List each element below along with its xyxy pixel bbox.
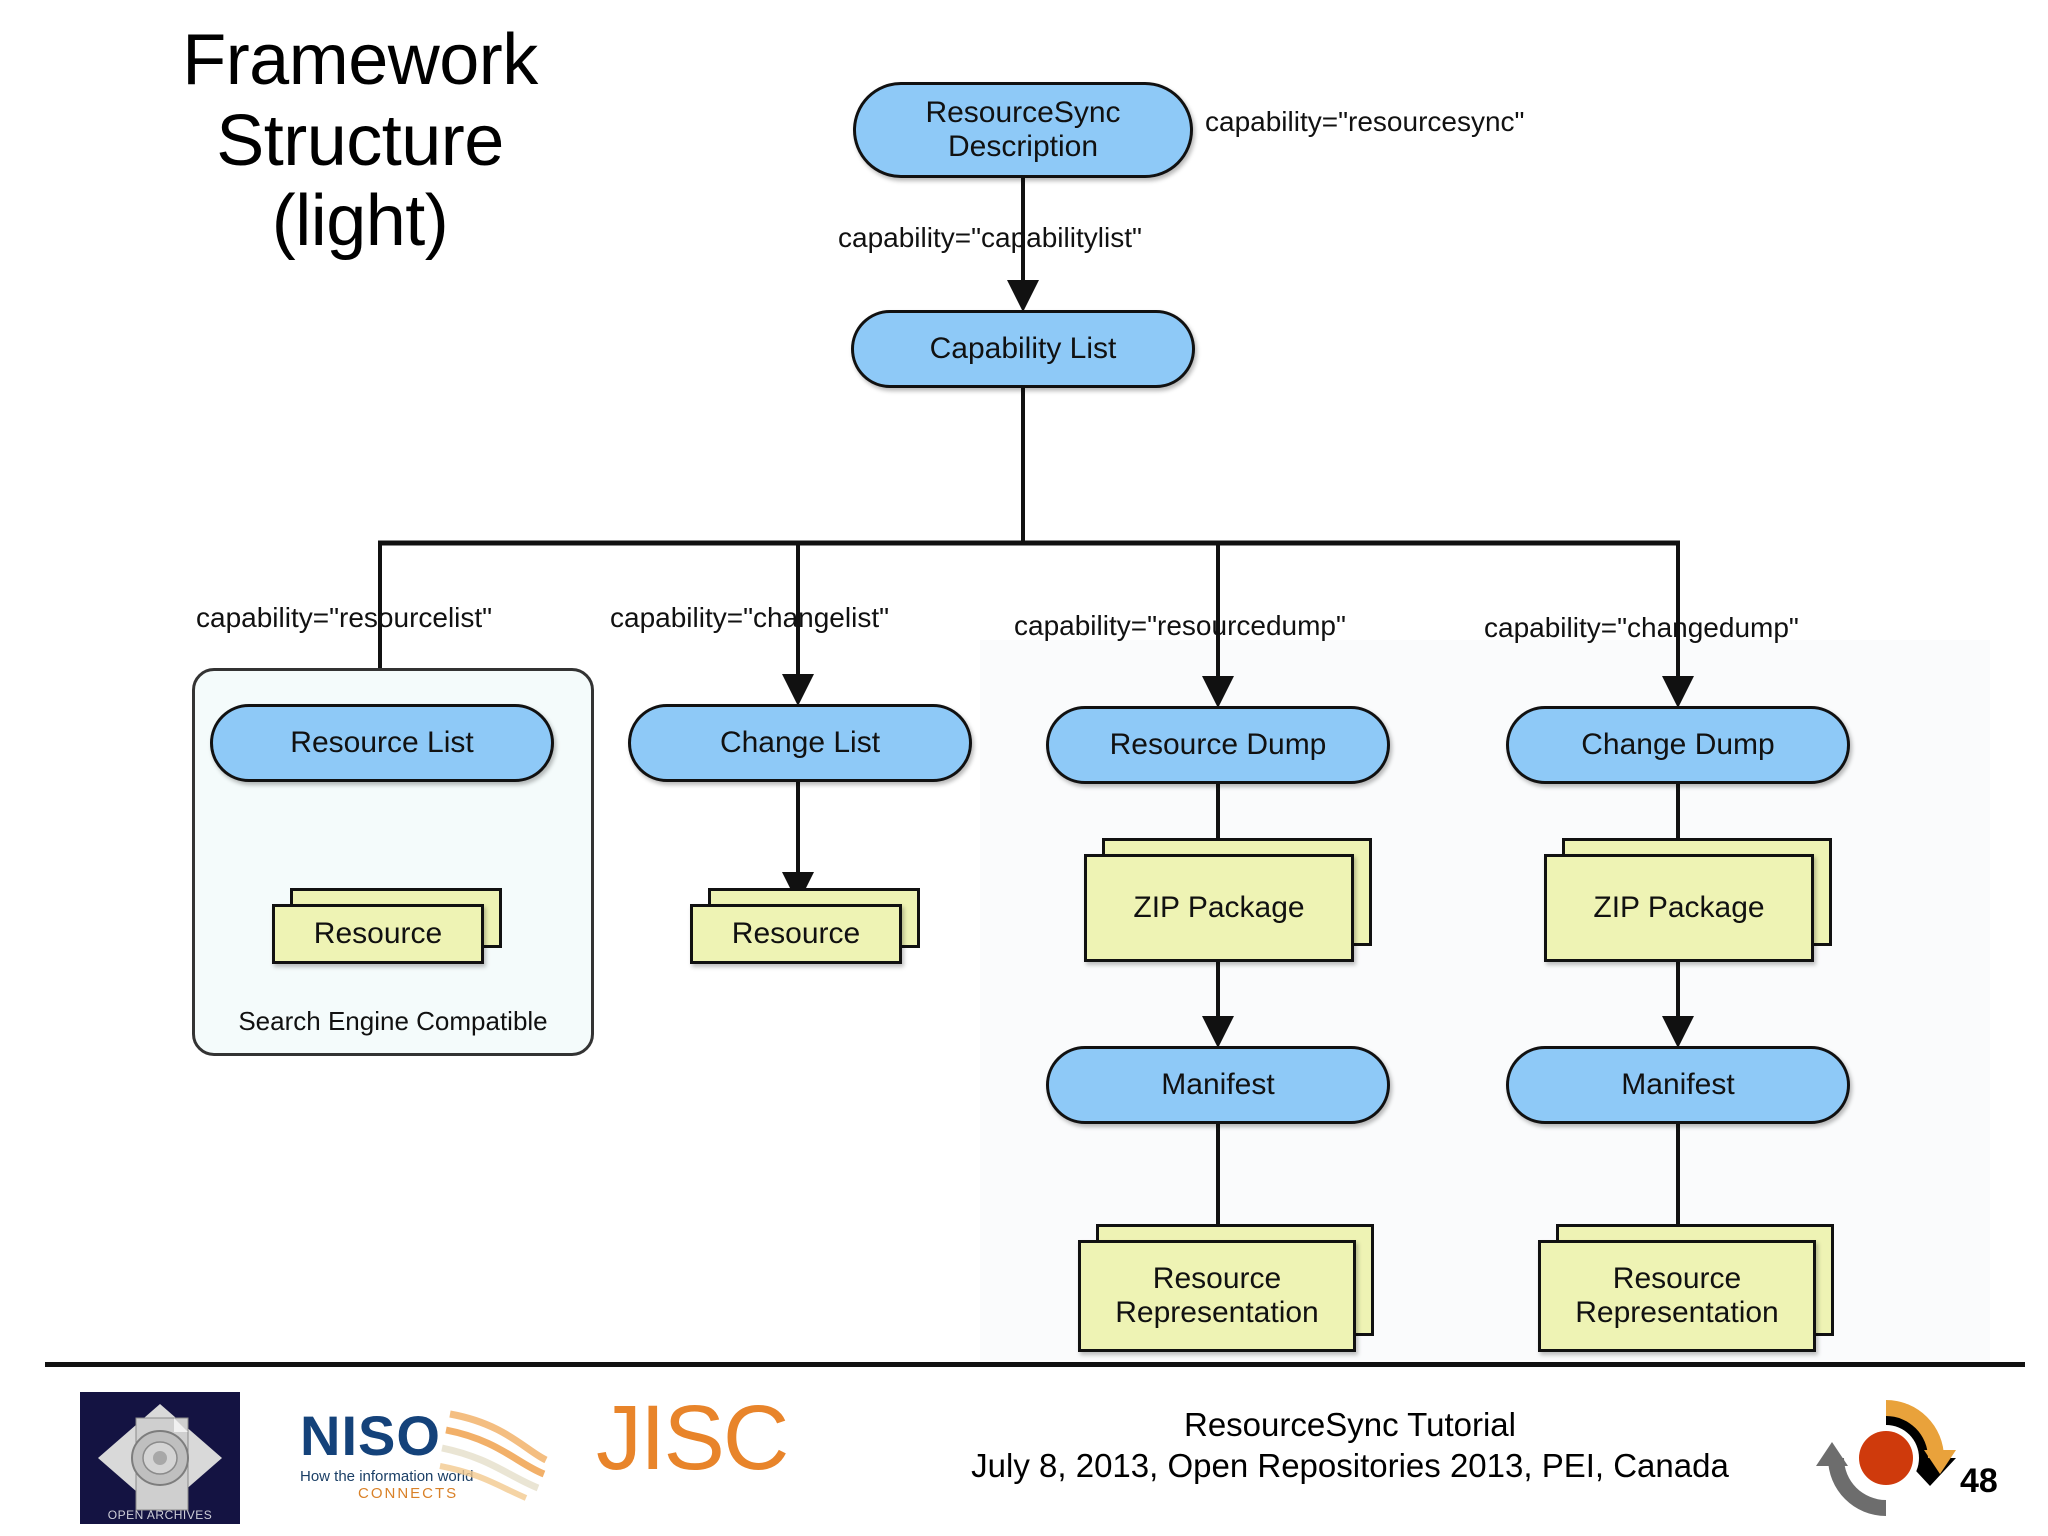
- group-caption: Search Engine Compatible: [238, 1006, 548, 1036]
- node-resource-representation-change-dump[interactable]: Resource Representation: [1538, 1224, 1834, 1352]
- edge-label-changedump: capability="changedump": [1484, 612, 1799, 643]
- node-label-line-2: Description: [947, 130, 1099, 163]
- node-label-line-1: Resource: [1612, 1261, 1742, 1295]
- node-label-line-2: Representation: [1115, 1296, 1319, 1329]
- node-label-line-1: ResourceSync: [925, 96, 1121, 130]
- node-resource-list[interactable]: Resource List: [210, 704, 554, 782]
- node-label: Change List: [719, 726, 881, 760]
- edge-label-resourcedump: capability="resourcedump": [1014, 610, 1346, 641]
- stack-front-sheet: ZIP Package: [1544, 854, 1814, 962]
- node-label-line-1: Resource: [1152, 1261, 1282, 1295]
- node-label: Resource: [313, 916, 443, 950]
- footer-text: ResourceSync Tutorial July 8, 2013, Open…: [900, 1404, 1800, 1487]
- framework-structure-diagram: ResourceSync Description capability="res…: [192, 82, 1850, 1352]
- edge-label-resourcesync: capability="resourcesync": [1205, 106, 1525, 137]
- connector-lines: [364, 178, 1694, 1264]
- node-label: ZIP Package: [1593, 890, 1765, 924]
- stack-front-sheet: ZIP Package: [1084, 854, 1354, 962]
- niso-wordmark: NISO: [300, 1404, 441, 1467]
- node-resource-representation-resource-dump[interactable]: Resource Representation: [1078, 1224, 1374, 1352]
- niso-swoosh-icon: [439, 1410, 548, 1501]
- node-resource-from-resource-list[interactable]: Resource: [272, 888, 502, 964]
- node-manifest-change-dump[interactable]: Manifest: [1506, 1046, 1850, 1124]
- node-label: Resource Dump: [1109, 728, 1327, 762]
- open-archives-wordmark: OPEN ARCHIVES: [108, 1508, 213, 1522]
- title-line-1: Framework: [182, 20, 538, 100]
- stack-front-sheet: Resource: [272, 904, 484, 964]
- node-label: Change Dump: [1581, 728, 1775, 762]
- node-label: Resource: [731, 916, 861, 950]
- node-zip-package-resource-dump[interactable]: ZIP Package: [1084, 838, 1372, 962]
- page-title: Framework Structure (light): [100, 20, 620, 262]
- title-line-3: (light): [271, 181, 449, 262]
- edge-label-changelist: capability="changelist": [610, 602, 890, 633]
- page-number: 48: [1960, 1462, 1998, 1500]
- node-label: ZIP Package: [1133, 890, 1305, 924]
- sync-arrows-icon: [1816, 1400, 1956, 1516]
- footer-line-1: ResourceSync Tutorial: [1184, 1406, 1516, 1443]
- niso-tagline-line-1: How the information world: [300, 1468, 474, 1485]
- resourcesync-logo: [1816, 1388, 1956, 1528]
- open-archives-logo: OPEN ARCHIVES: [80, 1392, 240, 1524]
- node-label: Resource List: [290, 726, 474, 760]
- node-capability-list[interactable]: Capability List: [851, 310, 1195, 388]
- edge-label-capabilitylist: capability="capabilitylist": [838, 222, 1142, 253]
- node-change-list[interactable]: Change List: [628, 704, 972, 782]
- node-label: Manifest: [1621, 1068, 1735, 1102]
- title-line-2: Structure: [216, 100, 504, 181]
- node-manifest-resource-dump[interactable]: Manifest: [1046, 1046, 1390, 1124]
- niso-logo: NISO How the information world CONNECTS: [300, 1408, 550, 1518]
- node-label: Capability List: [929, 332, 1117, 366]
- node-resourcesync-description[interactable]: ResourceSync Description: [853, 82, 1193, 178]
- node-zip-package-change-dump[interactable]: ZIP Package: [1544, 838, 1832, 962]
- niso-tagline-line-2: CONNECTS: [358, 1485, 459, 1502]
- node-label: Manifest: [1161, 1068, 1275, 1102]
- node-change-dump[interactable]: Change Dump: [1506, 706, 1850, 784]
- stack-front-sheet: Resource: [690, 904, 902, 964]
- stack-front-sheet: Resource Representation: [1538, 1240, 1816, 1352]
- footer-line-2: July 8, 2013, Open Repositories 2013, PE…: [971, 1447, 1729, 1485]
- node-label-line-2: Representation: [1575, 1296, 1779, 1329]
- jisc-logo: JISC: [596, 1387, 789, 1489]
- node-resource-dump[interactable]: Resource Dump: [1046, 706, 1390, 784]
- open-archives-icon: OPEN ARCHIVES: [98, 1404, 222, 1522]
- edge-label-resourcelist: capability="resourcelist": [196, 602, 493, 633]
- stack-front-sheet: Resource Representation: [1078, 1240, 1356, 1352]
- node-resource-from-change-list[interactable]: Resource: [690, 888, 920, 964]
- footer-divider: [45, 1362, 2025, 1367]
